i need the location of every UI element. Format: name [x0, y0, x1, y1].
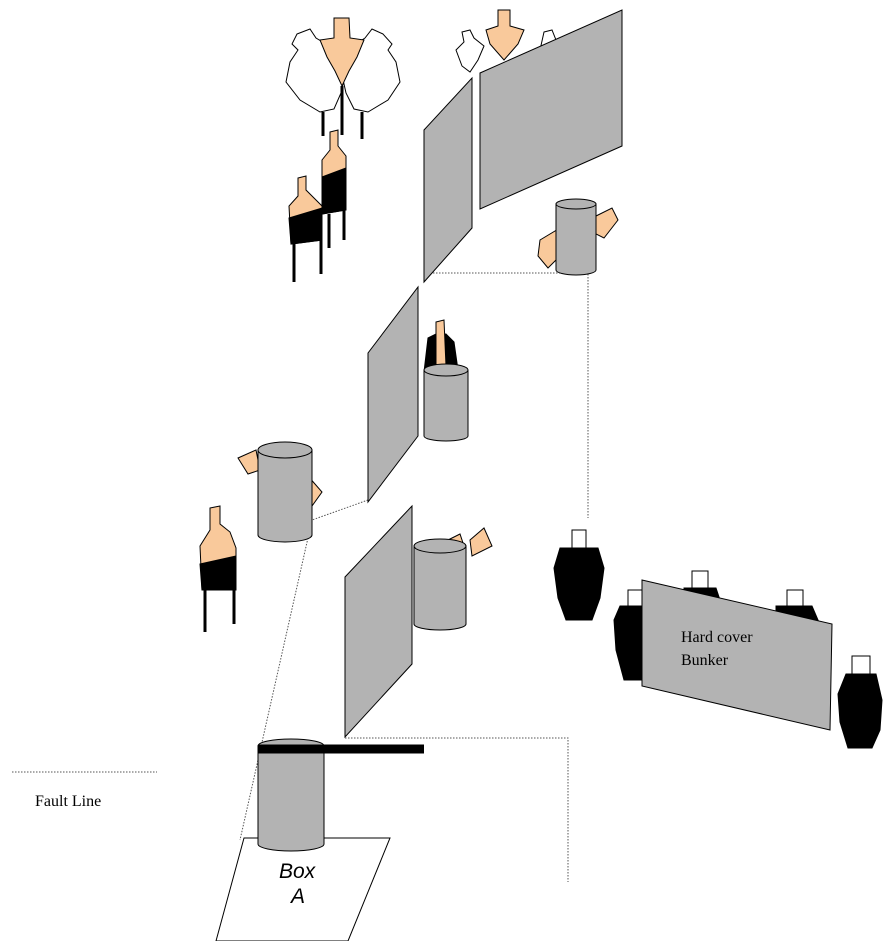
walls [344, 9, 623, 739]
box-a: Box A [215, 738, 424, 941]
barrel-left-group [237, 441, 323, 543]
target-pair-upper-left [288, 129, 347, 282]
barrel-top-right-group [537, 198, 619, 276]
barrel-mid [423, 369, 469, 442]
barrel-lower-group [413, 527, 493, 631]
wall-lower [344, 504, 413, 739]
wall-top-angled [423, 76, 473, 284]
bunker-label-line2: Bunker [681, 652, 729, 669]
no-shoot-target-1 [553, 547, 605, 621]
paper-target-group-top-left [285, 17, 401, 139]
box-a-label-line2: A [289, 885, 305, 908]
no-shoot-target-5 [837, 673, 883, 749]
tan-strip-behind-barrel-mid [435, 319, 447, 367]
target-left-single [199, 505, 237, 632]
target-back-black [321, 167, 347, 215]
no-shoot-targets-right [553, 529, 883, 749]
fault-lines [239, 272, 589, 882]
box-a-label-line1: Box [279, 860, 317, 883]
bunker-panel [641, 579, 833, 731]
wall-mid [367, 285, 419, 504]
tan-target-top-right [485, 9, 525, 61]
barrel-lower [413, 545, 467, 631]
paper-target-center-tan [319, 17, 365, 88]
box-a-outline [215, 837, 391, 941]
barrel-start [257, 745, 325, 852]
wall-top-right-large [479, 9, 623, 210]
fault-line-top [430, 272, 589, 518]
bunker-label-line1: Hard cover [681, 629, 753, 646]
barrel-top-right [555, 203, 597, 276]
hard-cover-bunker: Hard cover Bunker [641, 579, 833, 731]
barrel-mid-group [423, 319, 469, 442]
legend-fault-line-label: Fault Line [35, 793, 101, 810]
fault-line-bottom [345, 737, 569, 882]
barrel-left [257, 449, 313, 543]
